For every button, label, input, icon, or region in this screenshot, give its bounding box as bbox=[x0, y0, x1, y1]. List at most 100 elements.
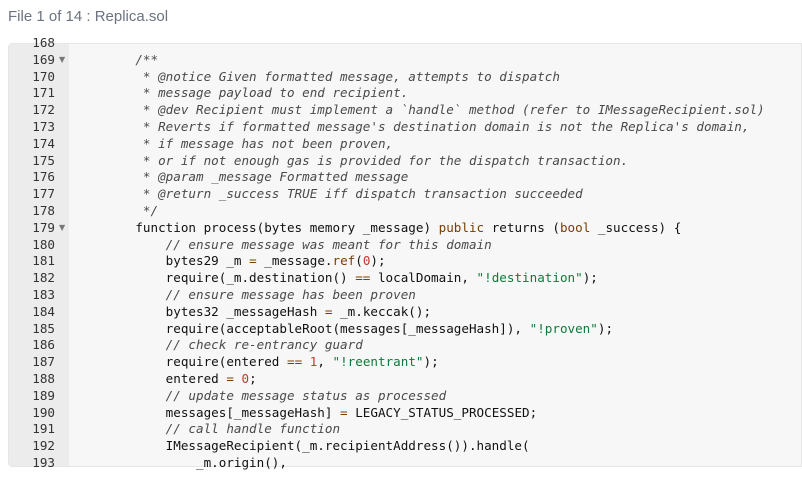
code-line: 170 * @notice Given formatted message, a… bbox=[9, 69, 801, 86]
line-number: 182 bbox=[32, 270, 55, 286]
code-text: // ensure message was meant for this dom… bbox=[105, 237, 492, 254]
code-token: IMessageRecipient(_m.recipientAddress())… bbox=[105, 438, 530, 454]
code-token: bytes29 _m bbox=[105, 253, 250, 269]
line-number: 190 bbox=[32, 404, 55, 420]
code-text: entered = 0; bbox=[105, 371, 257, 388]
line-number: 176 bbox=[32, 169, 55, 185]
line-number: 187 bbox=[32, 354, 55, 370]
code-text: * message payload to end recipient. bbox=[105, 85, 408, 102]
code-text: bytes32 _messageHash = _m.keccak(); bbox=[105, 304, 431, 321]
code-token: = bbox=[249, 253, 257, 269]
code-token: localDomain, bbox=[370, 270, 477, 286]
line-number: 189 bbox=[32, 387, 55, 403]
code-token: _m.keccak(); bbox=[332, 303, 432, 319]
code-line: 188 entered = 0; bbox=[9, 371, 801, 388]
line-number: 175 bbox=[32, 152, 55, 168]
code-text: /** bbox=[105, 52, 158, 69]
line-number: 186 bbox=[32, 337, 55, 353]
code-token: // call handle function bbox=[105, 421, 341, 437]
code-token: "!reentrant" bbox=[332, 354, 424, 370]
code-line: 177 * @return _success TRUE iff dispatch… bbox=[9, 186, 801, 203]
line-number: 183 bbox=[32, 286, 55, 302]
code-token: = bbox=[226, 370, 234, 386]
code-token: require(_m.destination() bbox=[105, 270, 356, 286]
code-token: /** bbox=[105, 51, 159, 67]
code-line: 182 require(_m.destination() == localDom… bbox=[9, 270, 801, 287]
code-token: * if message has not been proven, bbox=[105, 135, 394, 151]
code-token bbox=[234, 371, 242, 386]
code-line: 174 * if message has not been proven, bbox=[9, 136, 801, 153]
code-line: 193 _m.origin(), bbox=[9, 455, 801, 472]
line-number: 193 bbox=[32, 454, 55, 470]
line-number: 192 bbox=[32, 438, 55, 454]
code-token: public bbox=[438, 219, 485, 235]
code-token: ); bbox=[423, 354, 439, 370]
code-text: * or if not enough gas is provided for t… bbox=[105, 153, 628, 170]
code-token: == bbox=[286, 354, 303, 370]
code-text: require(_m.destination() == localDomain,… bbox=[105, 270, 598, 287]
code-text: * @return _success TRUE iff dispatch tra… bbox=[105, 186, 583, 203]
code-text: messages[_messageHash] = LEGACY_STATUS_P… bbox=[105, 404, 538, 422]
code-line: 181 bytes29 _m = _message.ref(0); bbox=[9, 253, 801, 270]
code-text: * if message has not been proven, bbox=[105, 136, 393, 153]
code-text: * @notice Given formatted message, attem… bbox=[105, 69, 560, 86]
code-token: ); bbox=[582, 270, 598, 286]
code-line: 178 */ bbox=[9, 203, 801, 220]
code-line: 189 // update message status as processe… bbox=[9, 388, 801, 405]
line-number: 168 bbox=[32, 35, 55, 50]
code-text: * @param _message Formatted message bbox=[105, 169, 408, 186]
line-number: 169 bbox=[32, 51, 55, 67]
code-token: ( bbox=[355, 253, 363, 269]
code-token: = bbox=[324, 303, 333, 319]
code-token: * Reverts if formatted message's destina… bbox=[105, 118, 750, 134]
line-number: 191 bbox=[32, 421, 55, 437]
line-number: 181 bbox=[32, 253, 55, 269]
code-token: "!proven" bbox=[529, 320, 598, 336]
code-token: 0 bbox=[362, 253, 371, 269]
line-number: 179 bbox=[32, 219, 55, 235]
code-token: ; bbox=[249, 370, 257, 386]
code-token: require(acceptableRoot(messages[_message… bbox=[105, 320, 530, 336]
code-line: 190 messages[_messageHash] = LEGACY_STAT… bbox=[9, 405, 801, 422]
code-token: ); bbox=[370, 253, 386, 269]
line-number: 178 bbox=[32, 202, 55, 218]
code-token: messages[_messageHash] bbox=[105, 404, 341, 420]
code-text: _m.origin(), bbox=[105, 455, 287, 472]
code-text: function process(bytes memory _message) … bbox=[105, 220, 681, 237]
line-number: 177 bbox=[32, 186, 55, 202]
code-token: // check re-entrancy guard bbox=[105, 337, 363, 353]
code-token: function process(bytes memory _message) bbox=[105, 219, 439, 235]
code-token: bytes32 _messageHash bbox=[105, 303, 325, 319]
code-line: 173 * Reverts if formatted message's des… bbox=[9, 119, 801, 136]
code-token: * @dev Recipient must implement a `handl… bbox=[105, 102, 765, 118]
code-token: 0 bbox=[241, 370, 250, 386]
code-token: "!destination" bbox=[476, 270, 583, 286]
code-token: , bbox=[317, 354, 333, 370]
code-token: // update message status as processed bbox=[105, 387, 447, 403]
line-number: 171 bbox=[32, 85, 55, 101]
code-token: == bbox=[355, 270, 371, 286]
fold-arrow-icon[interactable]: ▼ bbox=[59, 222, 66, 232]
code-line: 187 require(entered == 1, "!reentrant"); bbox=[9, 354, 801, 371]
code-token: _success) { bbox=[590, 219, 682, 235]
code-token: * @param _message Formatted message bbox=[105, 169, 409, 185]
code-text: // check re-entrancy guard bbox=[105, 337, 363, 354]
code-token: = bbox=[340, 404, 348, 420]
fold-arrow-icon[interactable]: ▼ bbox=[59, 54, 66, 64]
code-token: */ bbox=[105, 202, 159, 218]
line-number: 170 bbox=[32, 68, 55, 84]
code-text: IMessageRecipient(_m.recipientAddress())… bbox=[105, 438, 530, 455]
code-token: * message payload to end recipient. bbox=[105, 85, 409, 101]
code-text: */ bbox=[105, 203, 158, 220]
code-line: 186 // check re-entrancy guard bbox=[9, 337, 801, 354]
code-token: ); bbox=[597, 320, 614, 336]
code-text: require(entered == 1, "!reentrant"); bbox=[105, 354, 439, 371]
code-line: 192 IMessageRecipient(_m.recipientAddres… bbox=[9, 438, 801, 455]
code-token: _message. bbox=[256, 253, 333, 269]
code-token: require(entered bbox=[105, 354, 287, 370]
code-line: 172 * @dev Recipient must implement a `h… bbox=[9, 102, 801, 119]
code-token bbox=[302, 354, 310, 369]
code-token: entered bbox=[105, 370, 227, 386]
